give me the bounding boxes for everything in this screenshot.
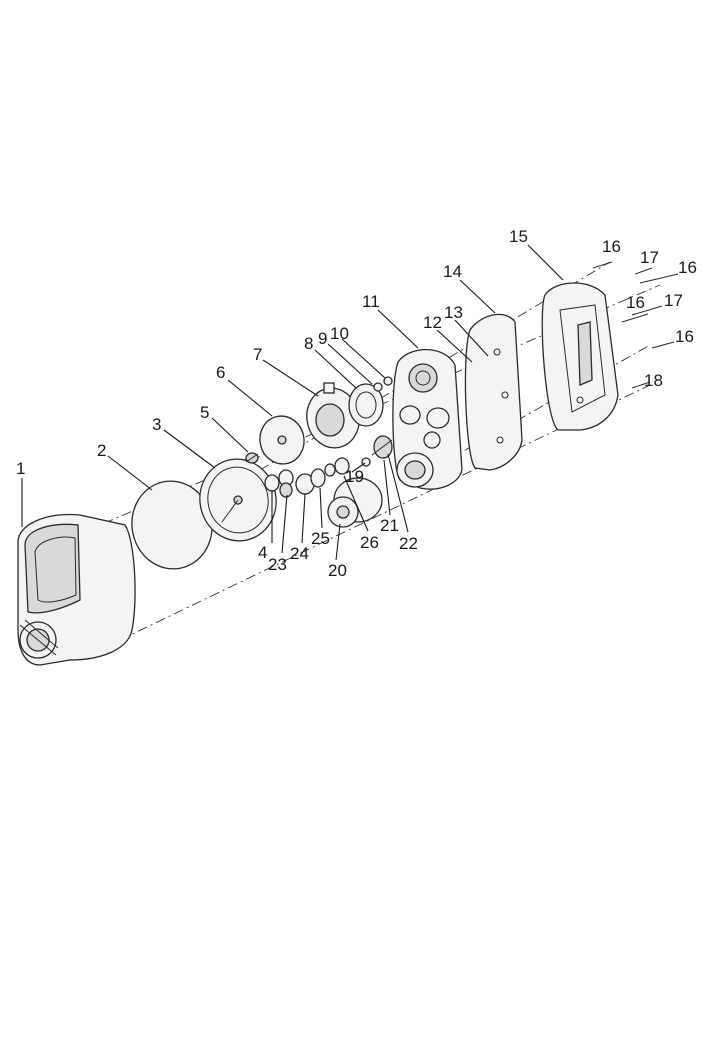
callout-2: 2: [97, 441, 106, 460]
part-5-screw: [245, 452, 259, 464]
callout-16b: 16: [678, 258, 697, 277]
callout-12: 12: [423, 313, 442, 332]
callout-23: 23: [268, 555, 287, 574]
callout-8: 8: [304, 334, 313, 353]
callout-18: 18: [644, 371, 663, 390]
callout-17b: 17: [664, 291, 683, 310]
callout-6: 6: [216, 363, 225, 382]
part-3-dial: [199, 458, 277, 542]
callout-4: 4: [258, 543, 267, 562]
callout-7: 7: [253, 345, 262, 364]
leader-lines: [21, 244, 564, 561]
callout-9: 9: [318, 329, 327, 348]
callout-10: 10: [330, 324, 349, 343]
part-1-housing: [17, 513, 136, 666]
callout-25: 25: [311, 529, 330, 548]
callout-16c: 16: [626, 293, 645, 312]
callout-13: 13: [444, 303, 463, 322]
callout-16d: 16: [675, 327, 694, 346]
part-20-motor: [327, 477, 383, 528]
callout-26: 26: [360, 533, 379, 552]
callout-24: 24: [290, 544, 309, 563]
part-14-plate: [464, 313, 523, 471]
callout-16a: 16: [602, 237, 621, 256]
callout-11: 11: [362, 292, 380, 311]
parts-19-22: [361, 435, 393, 467]
callout-1: 1: [16, 459, 25, 478]
callout-21: 21: [380, 516, 399, 535]
cover-screws: [592, 261, 679, 389]
parts-8-10: [348, 376, 393, 427]
callout-17a: 17: [640, 248, 659, 267]
part-11-gear-housing: [392, 349, 463, 490]
callout-22: 22: [399, 534, 418, 553]
part-15-back-cover: [541, 282, 619, 431]
callout-3: 3: [152, 415, 161, 434]
callout-14: 14: [443, 262, 462, 281]
callout-15: 15: [509, 227, 528, 246]
callout-19: 19: [345, 467, 364, 486]
small-bushings: [264, 457, 350, 498]
callouts: 1 2 3 4 5 6 7 8 9 10 11 12 13 14 15 16 1…: [16, 227, 697, 580]
callout-5: 5: [200, 403, 209, 422]
part-7-cup: [306, 382, 360, 449]
callout-20: 20: [328, 561, 347, 580]
part-6-disc: [259, 415, 305, 465]
